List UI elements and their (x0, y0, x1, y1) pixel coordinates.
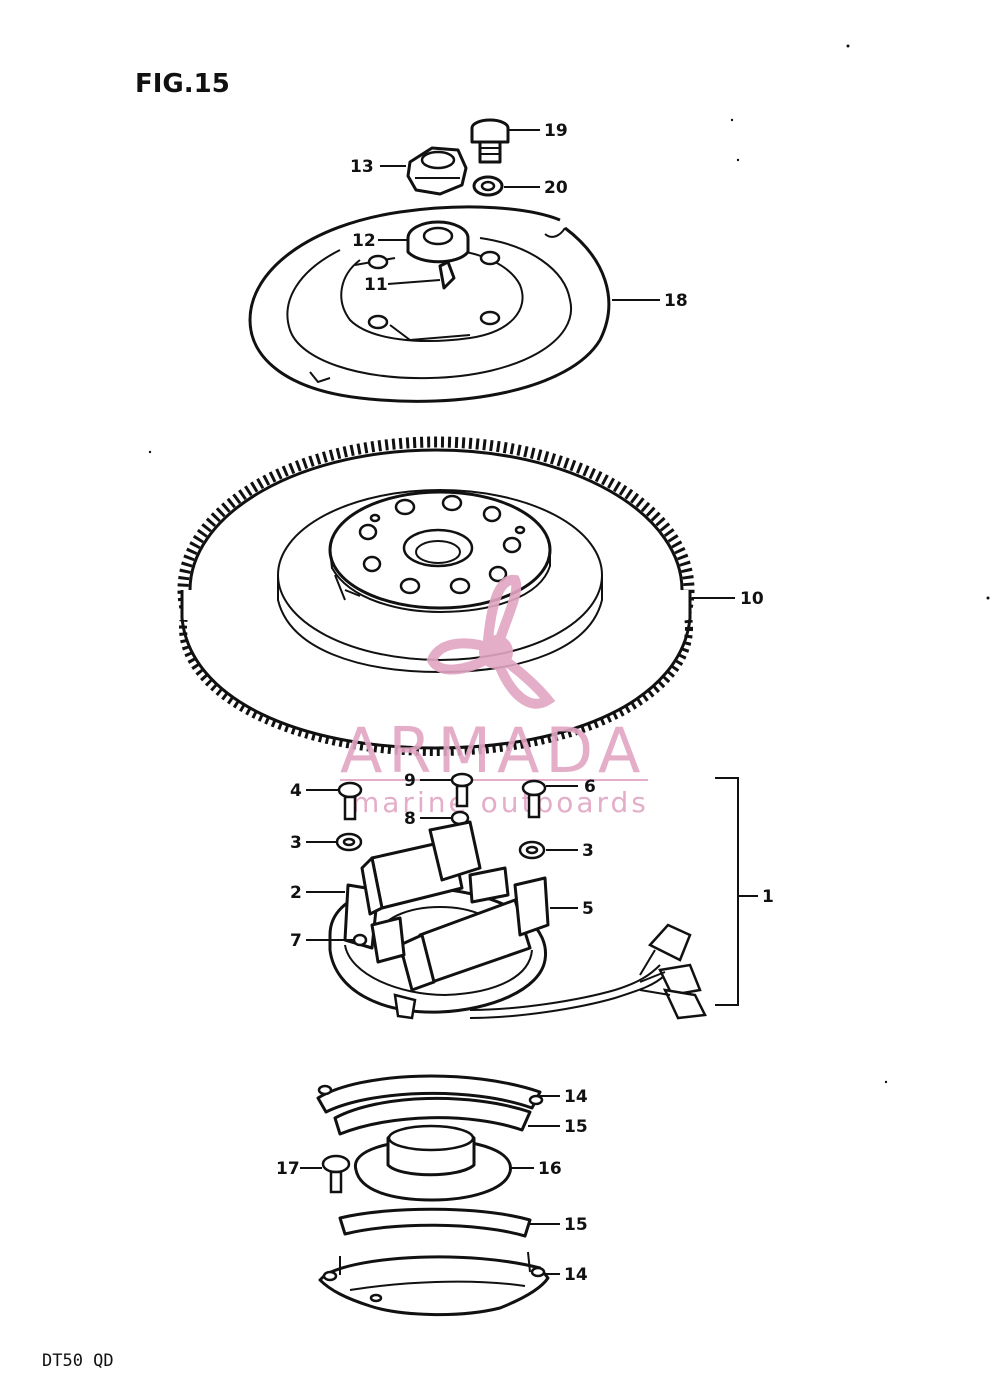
callout-6: 6 (584, 777, 596, 797)
armada-watermark: ARMADA marine outboards (340, 574, 649, 819)
stator-assembly (328, 820, 707, 1020)
callout-9: 9 (404, 771, 416, 791)
model-code: DT50 QD (42, 1351, 114, 1371)
callout-10: 10 (740, 589, 764, 609)
propeller-logo-icon (426, 574, 556, 709)
callout-12: 12 (352, 231, 376, 251)
callout-3-left: 3 (290, 833, 302, 853)
callout-20: 20 (544, 178, 568, 198)
callout-17: 17 (276, 1159, 300, 1179)
callout-14-lower: 14 (564, 1265, 588, 1285)
assembly-bracket (715, 777, 739, 1006)
callout-19: 19 (544, 121, 568, 141)
cover-14-upper (316, 1074, 544, 1114)
callout-labels: 13 19 20 12 11 18 10 4 9 6 8 3 3 2 5 7 1… (276, 121, 774, 1285)
callout-18: 18 (664, 291, 688, 311)
callout-8: 8 (404, 809, 416, 829)
flywheel-nut (406, 146, 468, 196)
lockwasher-3-right (518, 840, 546, 860)
figure-title: FIG.15 (135, 69, 230, 99)
callout-3-right: 3 (582, 841, 594, 861)
callout-16: 16 (538, 1159, 562, 1179)
screw-4 (337, 781, 363, 821)
washer-20 (472, 175, 504, 197)
callout-2: 2 (290, 883, 302, 903)
callout-13: 13 (350, 157, 374, 177)
screw-6 (521, 779, 547, 819)
callout-5: 5 (582, 899, 594, 919)
cover-14-lower (318, 1251, 550, 1317)
flywheel-cover-plate (248, 205, 611, 403)
lockwasher-3-left (335, 832, 363, 852)
callout-11: 11 (364, 275, 388, 295)
callout-15-upper: 15 (564, 1117, 588, 1137)
scan-specks (148, 44, 990, 1084)
callout-4: 4 (290, 781, 302, 801)
spacer-15-upper (333, 1096, 532, 1136)
screw-17 (321, 1154, 351, 1194)
spacer-15-lower (338, 1207, 532, 1238)
watermark-tagline: marine outboards (352, 786, 649, 819)
screw-9 (450, 772, 474, 808)
callout-1: 1 (762, 887, 774, 907)
bolt-19 (470, 118, 510, 164)
watermark-brand: ARMADA (340, 714, 646, 787)
callout-15-lower: 15 (564, 1215, 588, 1235)
callout-14-upper: 14 (564, 1087, 588, 1107)
collar-16 (353, 1124, 512, 1202)
flywheel (177, 436, 695, 756)
leader-lines (300, 129, 758, 1275)
callout-7: 7 (290, 931, 302, 951)
